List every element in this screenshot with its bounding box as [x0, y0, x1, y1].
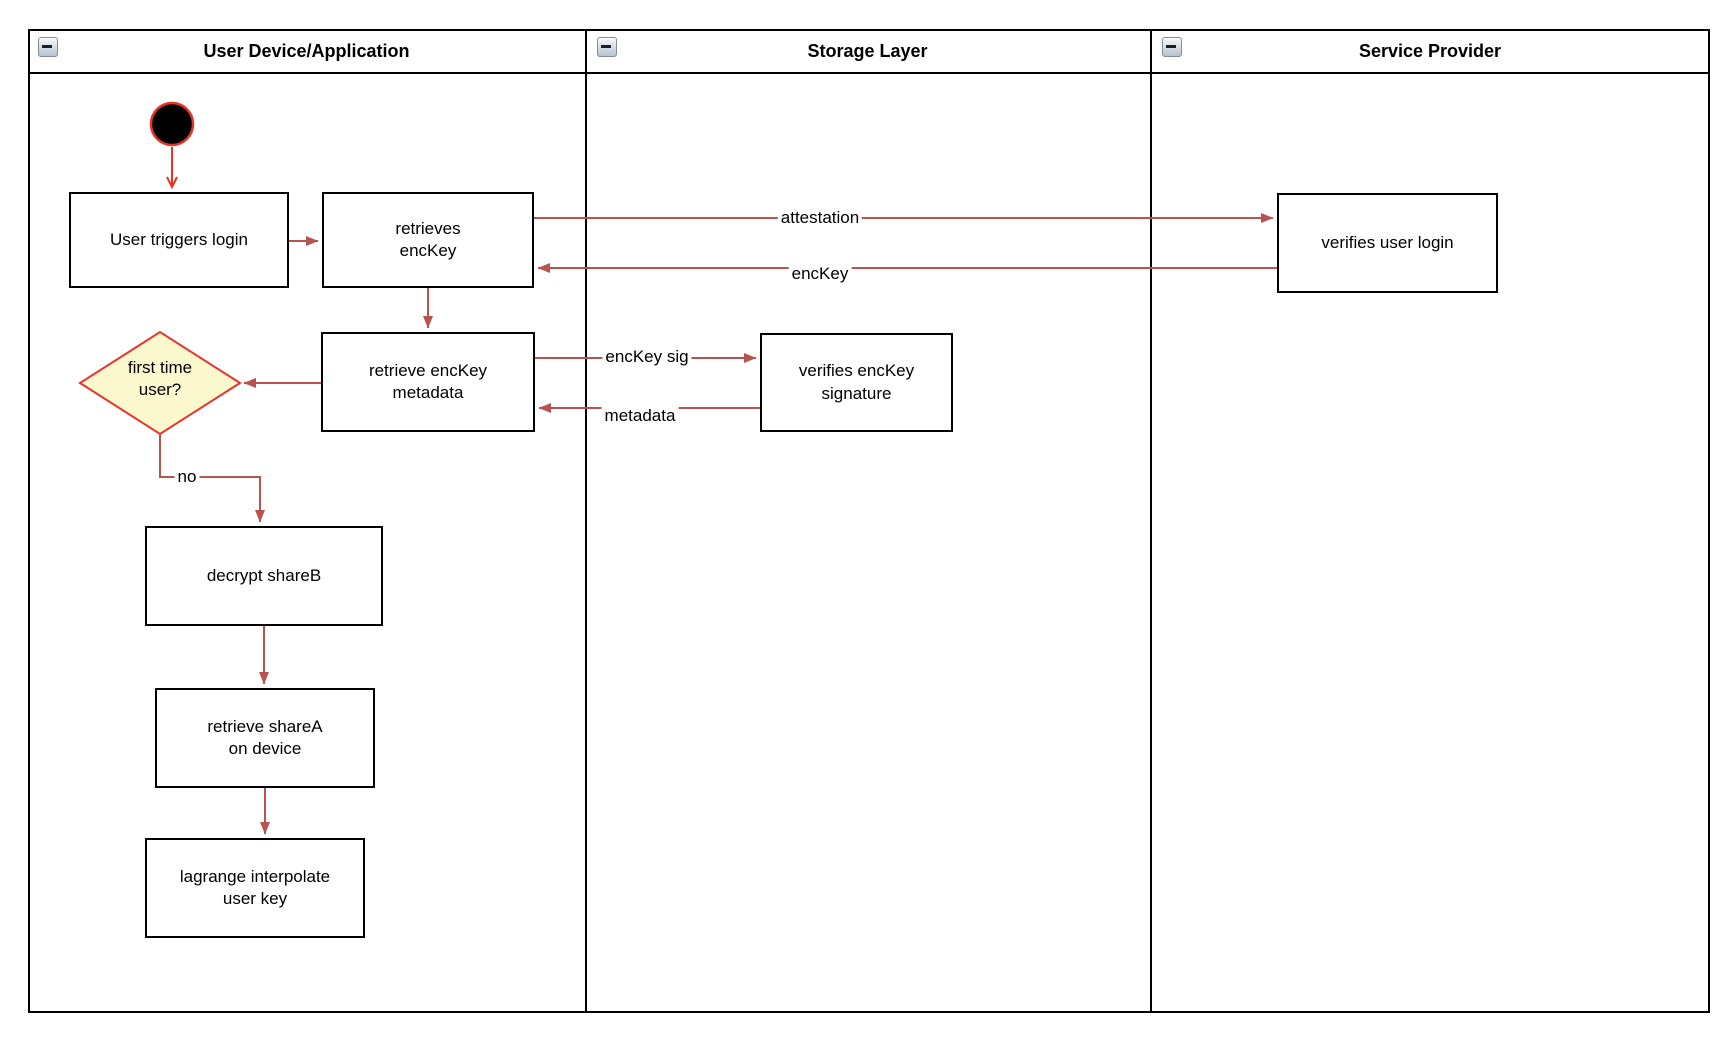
- lane-title-storage-layer: Storage Layer: [807, 41, 928, 61]
- lane-title-service-provider: Service Provider: [1358, 41, 1502, 61]
- node-retrieve-enckey-metadata[interactable]: retrieve encKey metadata: [321, 332, 535, 432]
- minus-icon: [42, 45, 52, 48]
- edge-label-metadata: metadata: [601, 406, 679, 426]
- collapse-minus-icon[interactable]: [1162, 37, 1182, 57]
- node-label: retrieve encKey: [368, 360, 488, 380]
- lane-title-user-device: User Device/Application: [203, 41, 410, 61]
- node-label: retrieves: [395, 218, 461, 238]
- minus-icon: [1166, 45, 1176, 48]
- edge-label-attestation: attestation: [777, 208, 863, 228]
- node-label: metadata: [392, 383, 464, 402]
- edge-label-enckey-sig: encKey sig: [602, 347, 692, 367]
- minus-icon: [601, 45, 611, 48]
- node-decrypt-shareb[interactable]: decrypt shareB: [145, 526, 383, 626]
- edge-no-branch[interactable]: [159, 434, 265, 523]
- initial-node[interactable]: [149, 101, 195, 147]
- decision-label-line: user?: [138, 380, 182, 400]
- lane-divider-1: [585, 29, 587, 1013]
- node-label: signature: [821, 383, 892, 403]
- node-verifies-enckey-signature[interactable]: verifies encKey signature: [760, 333, 953, 432]
- node-label: on device: [228, 739, 302, 758]
- node-label: user key: [222, 889, 288, 908]
- node-label: verifies encKey: [798, 361, 915, 381]
- node-label: decrypt shareB: [206, 565, 322, 585]
- node-retrieve-sharea[interactable]: retrieve shareA on device: [155, 688, 375, 788]
- node-verifies-user-login[interactable]: verifies user login: [1277, 193, 1498, 293]
- node-label: lagrange interpolate: [179, 866, 331, 886]
- node-retrieves-enckey[interactable]: retrieves encKey: [322, 192, 534, 288]
- node-label: encKey: [399, 241, 457, 260]
- edge-label-no: no: [174, 467, 200, 487]
- node-label: User triggers login: [110, 229, 248, 249]
- collapse-minus-icon[interactable]: [597, 37, 617, 57]
- lane-header-divider: [28, 72, 1710, 74]
- decision-label: first time user?: [95, 357, 225, 401]
- decision-label-line: first time: [127, 358, 193, 377]
- edge-label-enckey: encKey: [788, 264, 852, 284]
- node-label: retrieve shareA: [207, 716, 323, 736]
- decision-first-time-user[interactable]: [78, 330, 242, 436]
- node-lagrange-interpolate[interactable]: lagrange interpolate user key: [145, 838, 365, 938]
- node-label: verifies user login: [1321, 232, 1454, 252]
- collapse-minus-icon[interactable]: [38, 37, 58, 57]
- node-user-triggers-login[interactable]: User triggers login: [69, 192, 289, 288]
- lane-divider-2: [1150, 29, 1152, 1013]
